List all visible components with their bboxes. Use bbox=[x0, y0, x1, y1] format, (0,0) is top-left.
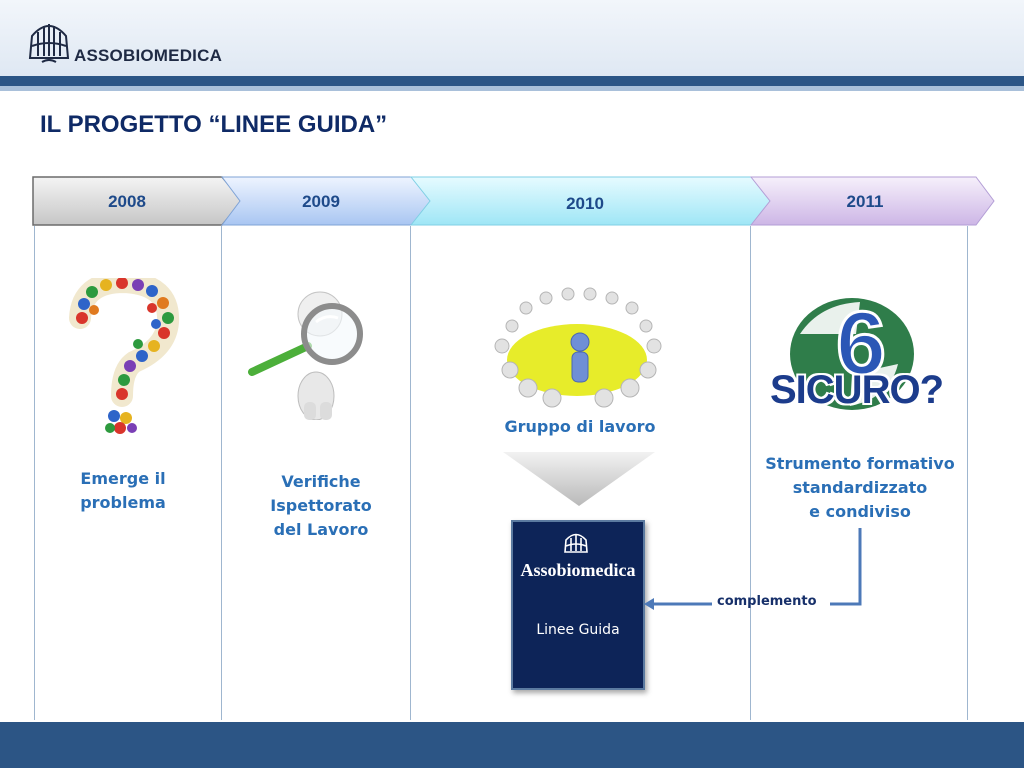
sicuro-digit: 6 bbox=[836, 294, 886, 394]
down-arrow-icon bbox=[503, 452, 655, 506]
work-group-icon bbox=[494, 287, 662, 408]
assobiomedica-logo bbox=[24, 14, 224, 68]
linee-guida-brand: Assobiomedica bbox=[520, 560, 636, 580]
shell-logo-icon bbox=[564, 533, 588, 553]
year-label: 2009 bbox=[302, 192, 340, 211]
shell-logo-icon bbox=[28, 24, 70, 63]
year-label: 2010 bbox=[566, 194, 604, 213]
column-divider bbox=[750, 226, 751, 720]
linee-guida-box: Assobiomedica Linee Guida bbox=[511, 520, 645, 690]
question-mark-people-icon bbox=[69, 278, 180, 434]
linee-guida-label: Linee Guida bbox=[536, 622, 620, 638]
column-divider bbox=[34, 226, 35, 720]
column-divider bbox=[967, 226, 968, 720]
complement-connector bbox=[644, 528, 862, 610]
caption-2011: Strumento formativo standardizzato e con… bbox=[765, 454, 955, 521]
timeline-arrow-2011: 2011 bbox=[750, 176, 996, 226]
year-label: 2011 bbox=[846, 192, 884, 211]
timeline-arrow-2010: 2010 bbox=[410, 176, 775, 226]
caption-2009: Verifiche Ispettorato del Lavoro bbox=[270, 472, 372, 539]
magnifier-figure-icon bbox=[248, 291, 363, 420]
column-divider bbox=[410, 226, 411, 720]
year-label: 2008 bbox=[108, 192, 146, 211]
timeline-arrow-2008: 2008 bbox=[32, 176, 244, 226]
column-divider bbox=[221, 226, 222, 720]
timeline-arrow-2009: 2009 bbox=[221, 176, 435, 226]
sicuro-logo-icon: 6 bbox=[790, 294, 914, 410]
header bbox=[0, 0, 1024, 76]
complement-label: complemento bbox=[717, 594, 817, 609]
footer-bar bbox=[0, 722, 1024, 768]
sicuro-text: SICURO? bbox=[770, 368, 944, 412]
caption-2010: Gruppo di lavoro bbox=[504, 417, 656, 436]
page-title: IL PROGETTO “LINEE GUIDA” bbox=[40, 111, 388, 138]
logo-text: ASSOBIOMEDICA bbox=[74, 46, 223, 65]
header-bar-light bbox=[0, 86, 1024, 91]
caption-2008: Emerge il problema bbox=[80, 469, 166, 512]
header-bar bbox=[0, 76, 1024, 86]
